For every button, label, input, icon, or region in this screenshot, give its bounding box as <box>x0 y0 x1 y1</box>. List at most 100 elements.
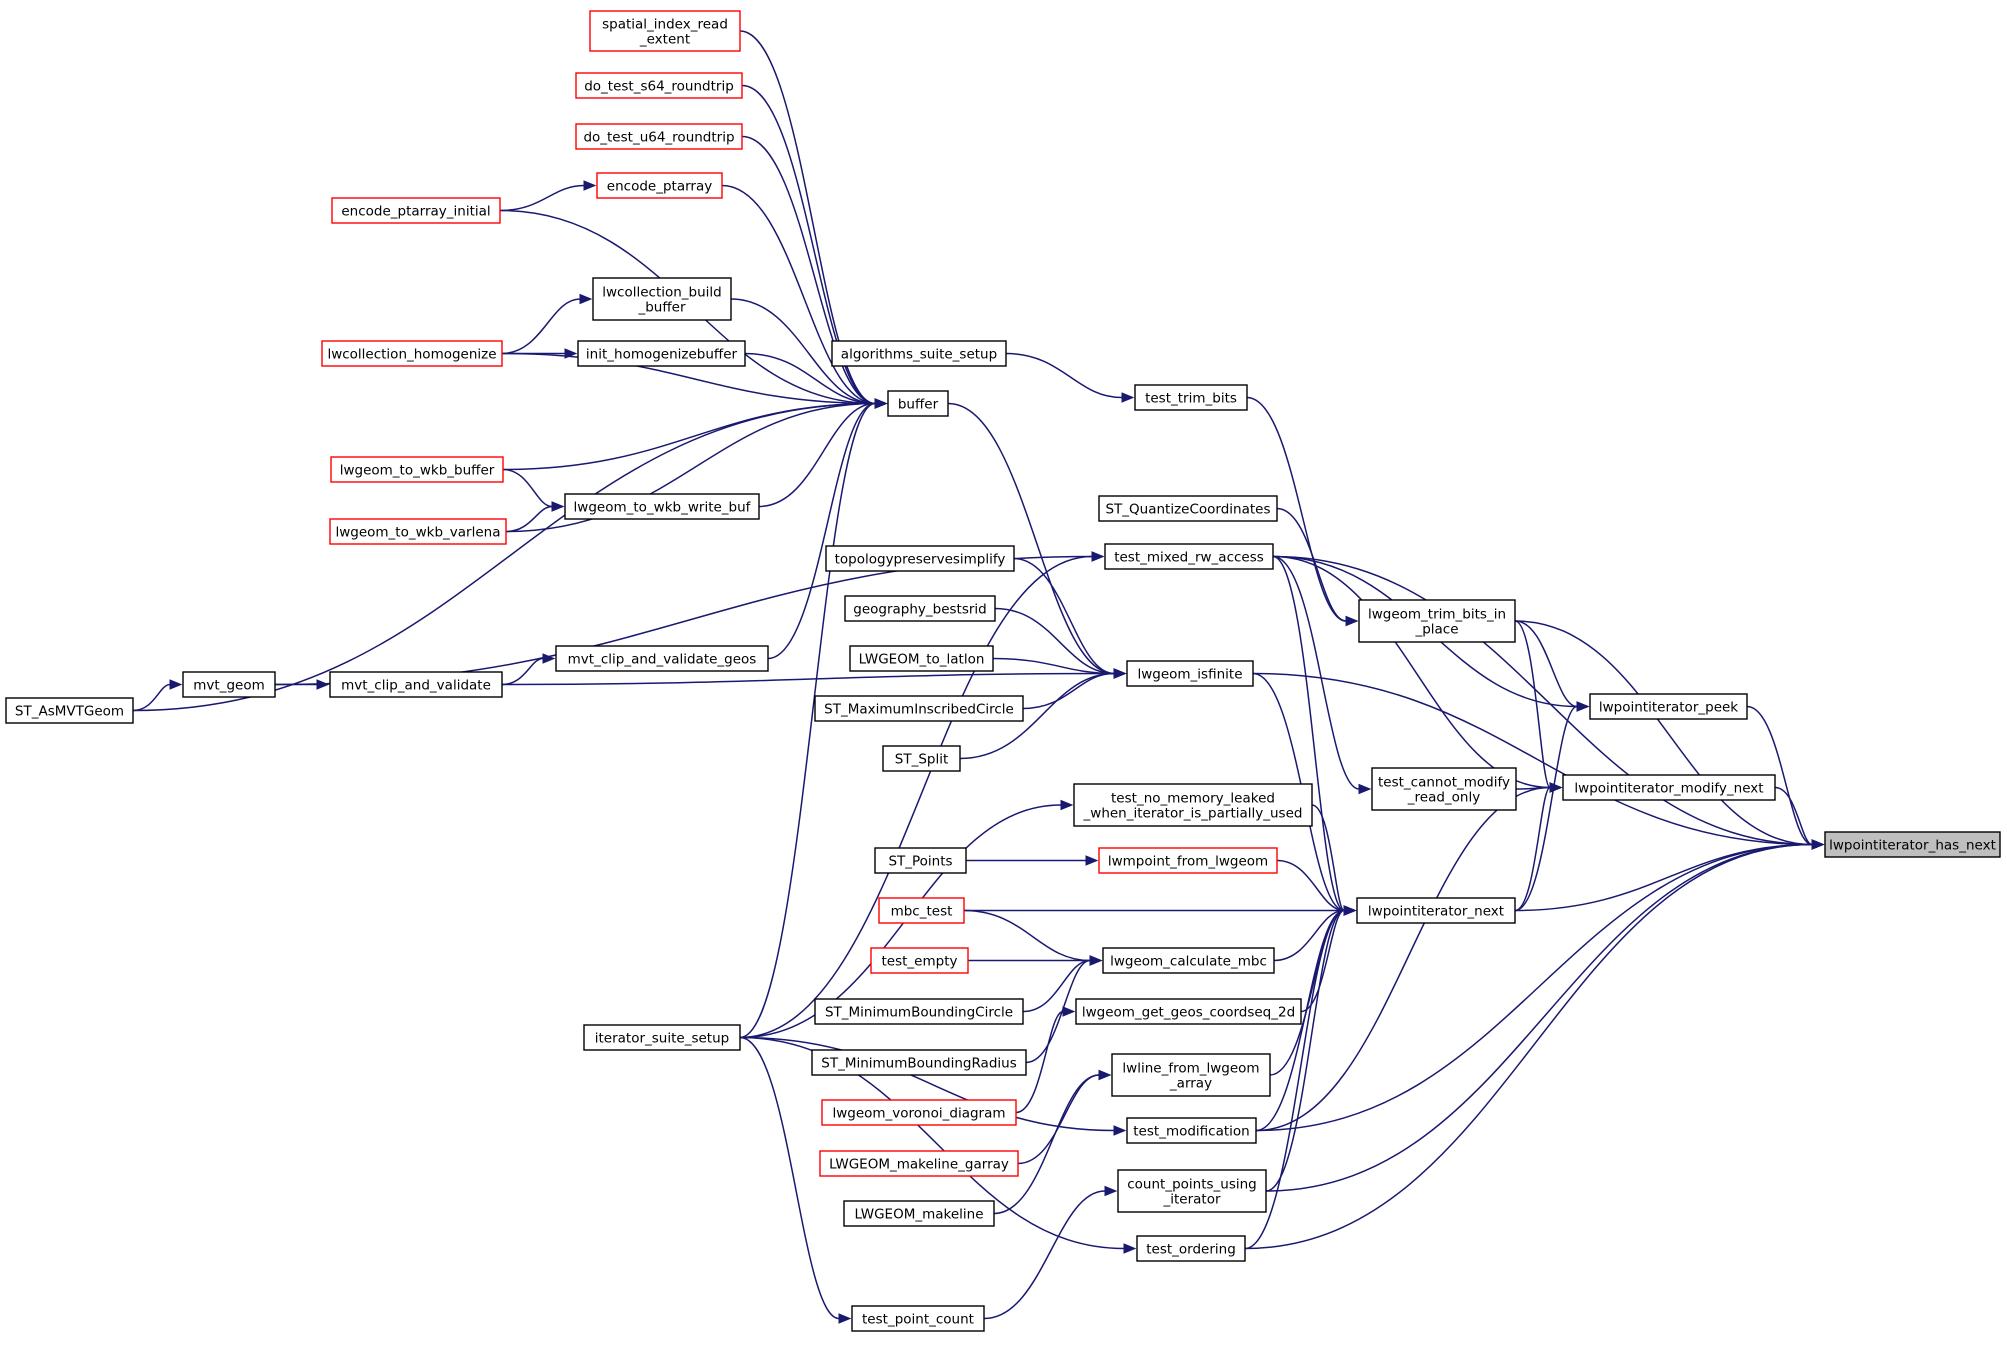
node-mvt_clip_and_validate[interactable]: mvt_clip_and_validate <box>329 671 503 698</box>
edge-line <box>1272 555 1360 790</box>
node-test_mixed_rw_access[interactable]: test_mixed_rw_access <box>1104 543 1274 570</box>
edge-line <box>744 352 876 405</box>
edge-arrowhead <box>1091 551 1105 562</box>
edge-encode_ptarray-to-buffer <box>721 184 888 409</box>
node-label: lwgeom_to_wkb_varlena <box>335 525 500 541</box>
node-lwgeom_to_wkb_write_buf[interactable]: lwgeom_to_wkb_write_buf <box>564 493 760 520</box>
node-box <box>870 947 969 974</box>
edge-arrowhead <box>1345 615 1359 627</box>
node-LWGEOM_to_latlon[interactable]: LWGEOM_to_latlon <box>849 645 994 672</box>
node-test_no_memory_leaked[interactable]: test_no_memory_leaked_when_iterator_is_p… <box>1073 783 1313 827</box>
edge-line <box>739 1036 840 1320</box>
edge-line <box>501 298 581 355</box>
node-label: lwgeom_get_geos_coordseq_2d <box>1082 1005 1295 1021</box>
node-test_cannot_modify_read_only[interactable]: test_cannot_modify_read_only <box>1371 767 1517 811</box>
node-init_homogenizebuffer[interactable]: init_homogenizebuffer <box>577 340 746 367</box>
edge-line <box>1514 620 1813 846</box>
node-box <box>1117 1169 1267 1213</box>
node-geography_bestsrid[interactable]: geography_bestsrid <box>844 595 996 622</box>
node-LWGEOM_makeline[interactable]: LWGEOM_makeline <box>843 1200 995 1227</box>
node-label: _buffer <box>637 300 685 316</box>
node-topologypreservesimplify[interactable]: topologypreservesimplify <box>825 545 1015 572</box>
edge-line <box>1300 909 1345 1013</box>
node-ST_Points[interactable]: ST_Points <box>874 847 967 874</box>
node-lwgeom_voronoi_diagram[interactable]: lwgeom_voronoi_diagram <box>821 1099 1017 1126</box>
node-test_modification[interactable]: test_modification <box>1126 1117 1257 1144</box>
edge-line <box>994 607 1115 675</box>
node-label: test_mixed_rw_access <box>1114 550 1264 566</box>
node-do_test_s64_roundtrip[interactable]: do_test_s64_roundtrip <box>575 72 743 99</box>
edge-line <box>767 402 876 660</box>
node-lwpointiterator_peek[interactable]: lwpointiterator_peek <box>1589 693 1748 720</box>
edge-iterator_suite_setup-to-test_point_count <box>739 1036 852 1324</box>
node-lwgeom_to_wkb_buffer[interactable]: lwgeom_to_wkb_buffer <box>330 456 504 483</box>
node-box <box>1111 1053 1271 1097</box>
edge-test_point_count-to-count_points_using_iterator <box>983 1185 1118 1320</box>
node-test_trim_bits[interactable]: test_trim_bits <box>1134 384 1248 411</box>
edge-line <box>739 402 876 1039</box>
node-do_test_u64_roundtrip[interactable]: do_test_u64_roundtrip <box>575 123 743 150</box>
node-lwgeom_isfinite[interactable]: lwgeom_isfinite <box>1126 660 1254 687</box>
node-mbc_test[interactable]: mbc_test <box>878 897 965 924</box>
node-lwmpoint_from_lwgeom[interactable]: lwmpoint_from_lwgeom <box>1098 847 1278 874</box>
node-box <box>331 197 501 224</box>
node-ST_Split[interactable]: ST_Split <box>882 745 961 772</box>
edge-count_points_using_iterator-to-lwpointiterator_next <box>1265 905 1357 1192</box>
edge-line <box>1246 396 1347 622</box>
node-box <box>821 1099 1017 1126</box>
edge-arrowhead <box>1085 855 1099 866</box>
node-box <box>1098 495 1278 522</box>
node-lwpointiterator_next[interactable]: lwpointiterator_next <box>1356 897 1516 924</box>
node-label: ST_MinimumBoundingCircle <box>825 1005 1013 1021</box>
node-lwgeom_to_wkb_varlena[interactable]: lwgeom_to_wkb_varlena <box>329 518 507 545</box>
node-lwcollection_build_buffer[interactable]: lwcollection_build_buffer <box>592 277 732 321</box>
node-label: LWGEOM_makeline <box>854 1207 983 1223</box>
node-label: geography_bestsrid <box>853 602 987 618</box>
node-lwgeom_get_geos_coordseq_2d[interactable]: lwgeom_get_geos_coordseq_2d <box>1075 998 1302 1025</box>
edge-arrowhead <box>1343 905 1357 916</box>
node-encode_ptarray[interactable]: encode_ptarray <box>596 172 723 199</box>
node-ST_MaximumInscribedCircle[interactable]: ST_MaximumInscribedCircle <box>814 695 1024 722</box>
node-count_points_using_iterator[interactable]: count_points_using_iterator <box>1117 1169 1267 1213</box>
edge-arrowhead <box>1113 668 1127 679</box>
edge-geography_bestsrid-to-lwgeom_isfinite <box>994 607 1127 679</box>
edge-line <box>1272 555 1345 912</box>
node-ST_QuantizeCoordinates[interactable]: ST_QuantizeCoordinates <box>1098 495 1278 522</box>
node-label: buffer <box>898 397 939 413</box>
node-lwcollection_homogenize[interactable]: lwcollection_homogenize <box>321 340 503 367</box>
edge-line <box>1514 705 1578 912</box>
edge-test_mixed_rw_access-to-lwpointiterator_modify_next <box>1272 555 1563 793</box>
edge-lwgeom_calculate_mbc-to-lwpointiterator_next <box>1273 905 1357 962</box>
node-encode_ptarray_initial[interactable]: encode_ptarray_initial <box>331 197 501 224</box>
node-lwpointiterator_modify_next[interactable]: lwpointiterator_modify_next <box>1562 774 1776 801</box>
edge-buffer-to-lwgeom_isfinite <box>947 402 1127 679</box>
node-lwgeom_calculate_mbc[interactable]: lwgeom_calculate_mbc <box>1102 947 1275 974</box>
node-lwline_from_lwgeom_array[interactable]: lwline_from_lwgeom_array <box>1111 1053 1271 1097</box>
node-label: lwpointiterator_next <box>1368 904 1504 920</box>
node-label: _read_only <box>1407 790 1480 806</box>
node-algorithms_suite_setup[interactable]: algorithms_suite_setup <box>831 340 1007 367</box>
edge-line <box>1276 507 1347 622</box>
node-ST_MinimumBoundingCircle[interactable]: ST_MinimumBoundingCircle <box>814 998 1024 1025</box>
node-mvt_clip_and_validate_geos[interactable]: mvt_clip_and_validate_geos <box>555 645 769 672</box>
node-box <box>849 645 994 672</box>
edge-line <box>132 683 171 712</box>
node-mvt_geom[interactable]: mvt_geom <box>182 671 276 698</box>
node-spatial_index_read_extent[interactable]: spatial_index_read_extent <box>589 10 741 52</box>
node-lwgeom_trim_bits_in_place[interactable]: lwgeom_trim_bits_in_place <box>1358 599 1516 643</box>
edge-ST_QuantizeCoordinates-to-lwgeom_trim_bits_in_place <box>1276 507 1359 627</box>
node-label: encode_ptarray <box>607 179 712 195</box>
node-buffer[interactable]: buffer <box>887 390 949 417</box>
edge-arrowhead <box>1113 1125 1127 1136</box>
edge-line <box>739 30 876 405</box>
node-box <box>819 1150 1019 1177</box>
node-ST_MinimumBoundingRadius[interactable]: ST_MinimumBoundingRadius <box>811 1049 1027 1076</box>
node-LWGEOM_makeline_garray[interactable]: LWGEOM_makeline_garray <box>819 1150 1019 1177</box>
node-iterator_suite_setup[interactable]: iterator_suite_setup <box>583 1024 741 1051</box>
node-test_ordering[interactable]: test_ordering <box>1136 1235 1246 1262</box>
node-test_empty[interactable]: test_empty <box>870 947 969 974</box>
node-ST_AsMVTGeom[interactable]: ST_AsMVTGeom <box>5 697 134 724</box>
node-test_point_count[interactable]: test_point_count <box>851 1305 985 1332</box>
node-label: lwgeom_to_wkb_write_buf <box>574 500 752 516</box>
node-box <box>1562 774 1776 801</box>
